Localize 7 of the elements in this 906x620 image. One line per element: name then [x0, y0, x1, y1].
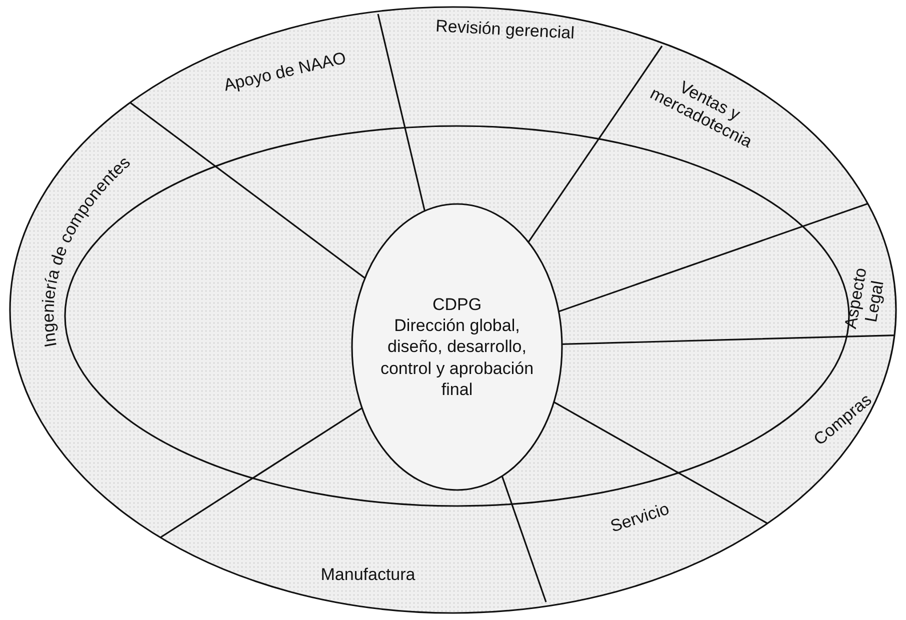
node-text: Dirección global, diseño, desarrollo, control y aprobación final [379, 315, 535, 400]
node-text: CDPG [432, 294, 482, 316]
segment-label: Revisión gerencial [435, 17, 575, 43]
segment-label: Manufactura [320, 566, 416, 584]
segment-label: Apoyo de NAAO [222, 48, 348, 96]
segment-label: Servicio [608, 500, 672, 536]
segment-label: Aspecto Legal [840, 265, 888, 332]
